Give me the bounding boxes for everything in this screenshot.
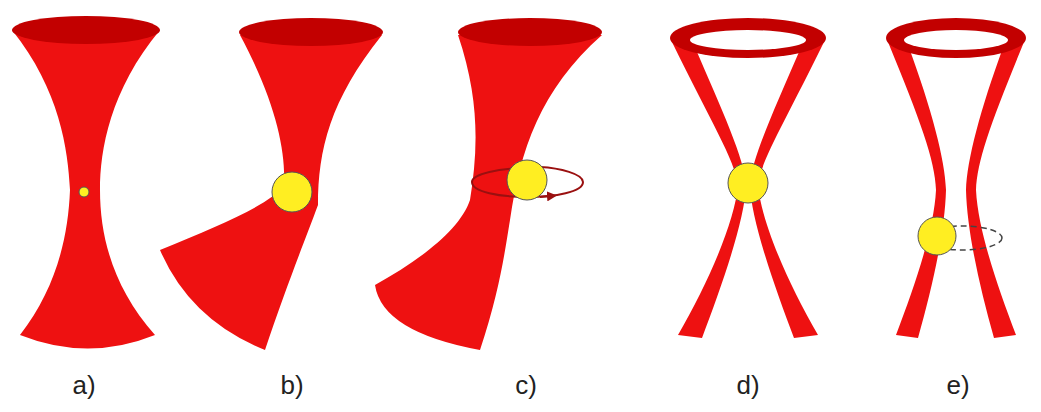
orbit-arrow bbox=[540, 196, 552, 197]
beam-ring bbox=[670, 18, 826, 58]
beam-body bbox=[375, 35, 602, 350]
gaussian-beam-c bbox=[375, 18, 602, 350]
panel-label: c) bbox=[515, 372, 537, 398]
beam-body bbox=[12, 30, 160, 349]
annular-beam-e bbox=[886, 18, 1026, 338]
beam-ring bbox=[886, 18, 1026, 58]
panel-label: a) bbox=[72, 372, 95, 398]
beam-body bbox=[160, 35, 382, 350]
beam-top bbox=[458, 18, 602, 46]
gaussian-beam-b bbox=[160, 18, 383, 350]
panel-label: e) bbox=[946, 372, 969, 398]
beam-top bbox=[12, 16, 160, 44]
particle bbox=[79, 187, 89, 197]
gaussian-beam-a bbox=[12, 16, 160, 349]
particle bbox=[728, 163, 768, 203]
ring-hole bbox=[690, 30, 806, 50]
beam-strand bbox=[888, 42, 946, 338]
particle bbox=[272, 172, 312, 212]
panel-label: b) bbox=[280, 372, 303, 398]
beam-strand bbox=[966, 42, 1024, 338]
ring-hole bbox=[904, 30, 1008, 50]
annular-beam-d bbox=[670, 18, 826, 338]
beam-top bbox=[239, 18, 383, 46]
particle bbox=[918, 217, 956, 255]
particle bbox=[507, 160, 547, 200]
panel-label: d) bbox=[736, 372, 759, 398]
